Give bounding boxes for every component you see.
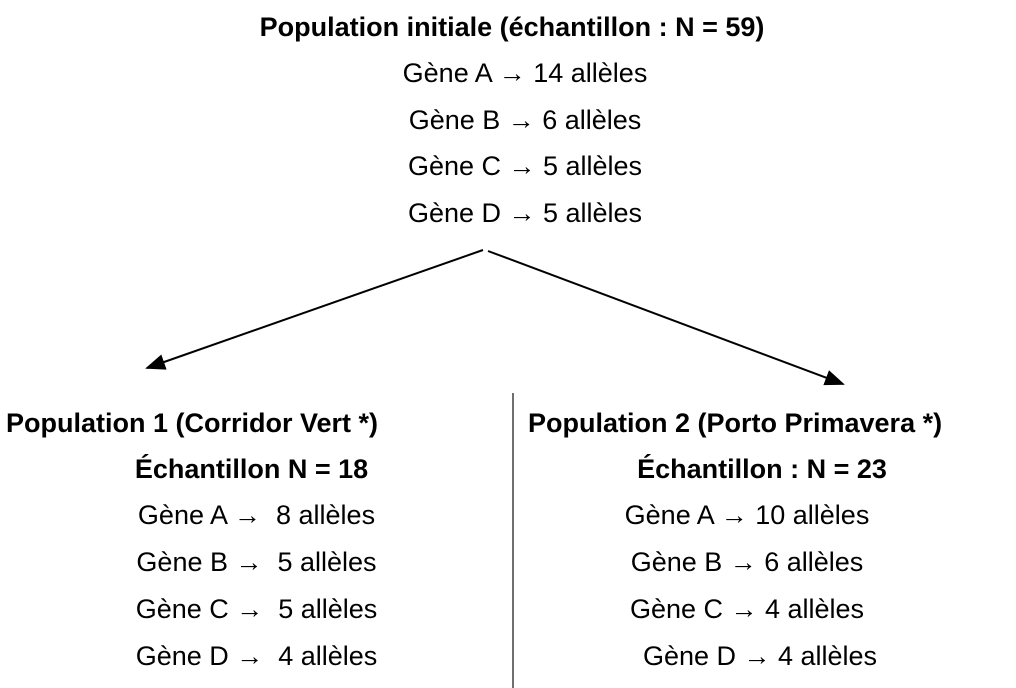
population2-block: Population 2 (Porto Primavera *) Échanti…	[514, 400, 1016, 680]
population2-title: Population 2 (Porto Primavera *)	[528, 408, 943, 438]
initial-population-title: Population initiale (échantillon : N = 5…	[259, 12, 765, 42]
gene-line: Gène D → 4 allèles	[135, 641, 378, 671]
population1-gene-list: Gène A → 8 allèles Gène B → 5 allèles Gè…	[0, 492, 513, 680]
initial-gene-list: Gène A → 14 allèles Gène B → 6 allèles G…	[0, 50, 1016, 236]
gene-line: Gène C → 4 allèles	[629, 594, 865, 624]
gene-line: Gène D → 4 allèles	[642, 641, 878, 671]
vertical-divider	[512, 393, 514, 688]
gene-line: Gène C → 5 allèles	[407, 151, 643, 181]
gene-line: Gène D → 5 allèles	[407, 197, 643, 228]
initial-population-block: Population initiale (échantillon : N = 5…	[0, 4, 1016, 236]
population1-sample-size: Échantillon N = 18	[134, 454, 369, 484]
gene-line: Gène C → 5 allèles	[135, 594, 378, 624]
population1-title: Population 1 (Corridor Vert *)	[6, 408, 379, 438]
gene-line: Gène B → 6 allèles	[630, 547, 864, 577]
gene-line: Gène A → 8 allèles	[137, 500, 376, 530]
arrow-to-population2	[487, 250, 845, 386]
gene-line: Gène A → 14 allèles	[402, 58, 648, 88]
population1-block: Population 1 (Corridor Vert *) Échantill…	[0, 400, 513, 680]
gene-line: Gène A → 10 allèles	[624, 500, 870, 530]
population2-sample-size: Échantillon : N = 23	[637, 454, 887, 484]
gene-line: Gène B → 5 allèles	[136, 547, 377, 577]
arrow-to-population1	[145, 249, 484, 370]
population2-gene-list: Gène A → 10 allèles Gène B → 6 allèles G…	[514, 492, 1016, 680]
gene-line: Gène B → 6 allèles	[408, 104, 642, 135]
